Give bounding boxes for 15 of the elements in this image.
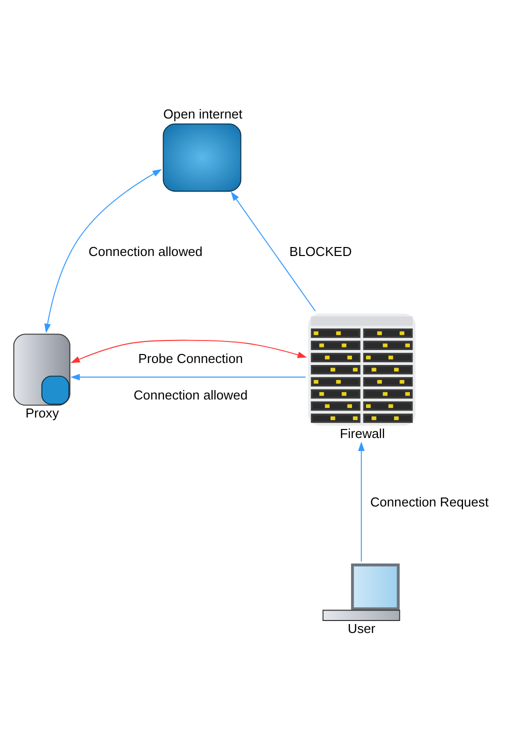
edge-label: Connection allowed — [88, 243, 203, 258]
edge-label: Connection allowed — [134, 386, 248, 402]
node-label: Open internet — [163, 106, 242, 122]
edge-label: BLOCKED — [289, 243, 352, 258]
arrow — [230, 191, 316, 312]
arrow — [358, 441, 365, 562]
node-label: Proxy — [25, 405, 59, 420]
node-label: User — [348, 620, 376, 636]
arrow — [44, 168, 162, 333]
node-label: Firewall — [340, 426, 385, 441]
arrow — [70, 373, 306, 380]
arrow — [70, 339, 307, 363]
edge-label: Probe Connection — [138, 350, 243, 366]
node-box — [308, 313, 416, 426]
edge-label: Connection Request — [370, 494, 489, 509]
